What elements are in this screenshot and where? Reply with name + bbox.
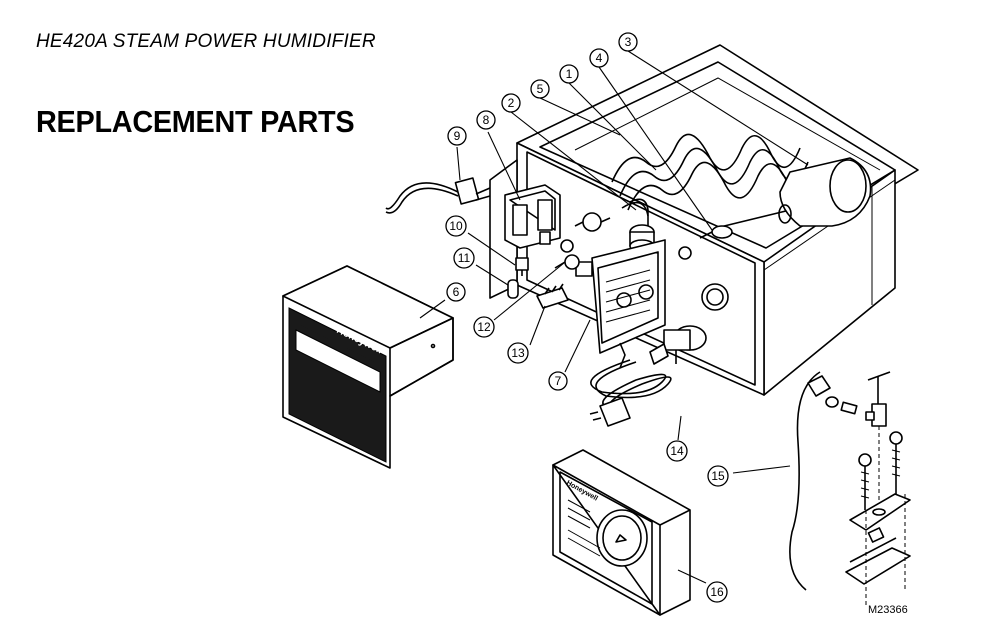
front-cover: Honeywell [282,265,454,469]
svg-text:11: 11 [458,251,471,265]
svg-text:2: 2 [508,96,515,110]
callout-8: 8 [476,110,496,130]
steam-tube [621,198,655,253]
svg-text:16: 16 [710,585,724,599]
svg-text:8: 8 [483,113,490,127]
drawing-number: M23366 [868,604,908,616]
svg-text:4: 4 [596,51,603,65]
svg-text:6: 6 [453,285,460,299]
pigtail-cord [385,177,491,214]
svg-text:15: 15 [711,469,725,483]
callout-5: 5 [530,79,550,99]
callout-3: 3 [618,32,638,52]
callout-10: 10 [445,215,467,237]
section-heading: REPLACEMENT PARTS [36,104,355,139]
callout-7: 7 [548,371,568,391]
svg-text:13: 13 [511,346,525,360]
svg-text:9: 9 [454,129,461,143]
callout-15: 15 [707,465,729,487]
callout-12: 12 [473,316,495,338]
svg-text:7: 7 [555,374,562,388]
callout-13: 13 [507,342,529,364]
callout-6: 6 [446,282,466,302]
humidity-control: Honeywell [552,449,691,616]
svg-text:14: 14 [670,444,684,458]
saddle-valve-kit [789,371,911,605]
document-title: HE420A STEAM POWER HUMIDIFIER [36,31,376,52]
svg-text:3: 3 [625,35,632,49]
control-box [575,239,666,369]
contactor [504,184,561,249]
callout-11: 11 [453,247,475,269]
svg-text:10: 10 [449,219,463,233]
svg-text:5: 5 [537,82,544,96]
callout-2: 2 [501,93,521,113]
heating-element [611,133,817,229]
front-fittings [649,246,729,365]
callout-1: 1 [559,64,579,84]
water-canister [778,157,872,227]
callout-4: 4 [589,48,609,68]
callout-16: 16 [706,581,728,603]
callout-9: 9 [447,126,467,146]
float-probe [699,225,733,239]
svg-text:12: 12 [477,320,491,334]
leader-lines [419,50,809,584]
callout-14: 14 [666,440,688,462]
line-cord [589,359,672,427]
small-parts [507,212,611,309]
svg-text:1: 1 [566,67,573,81]
